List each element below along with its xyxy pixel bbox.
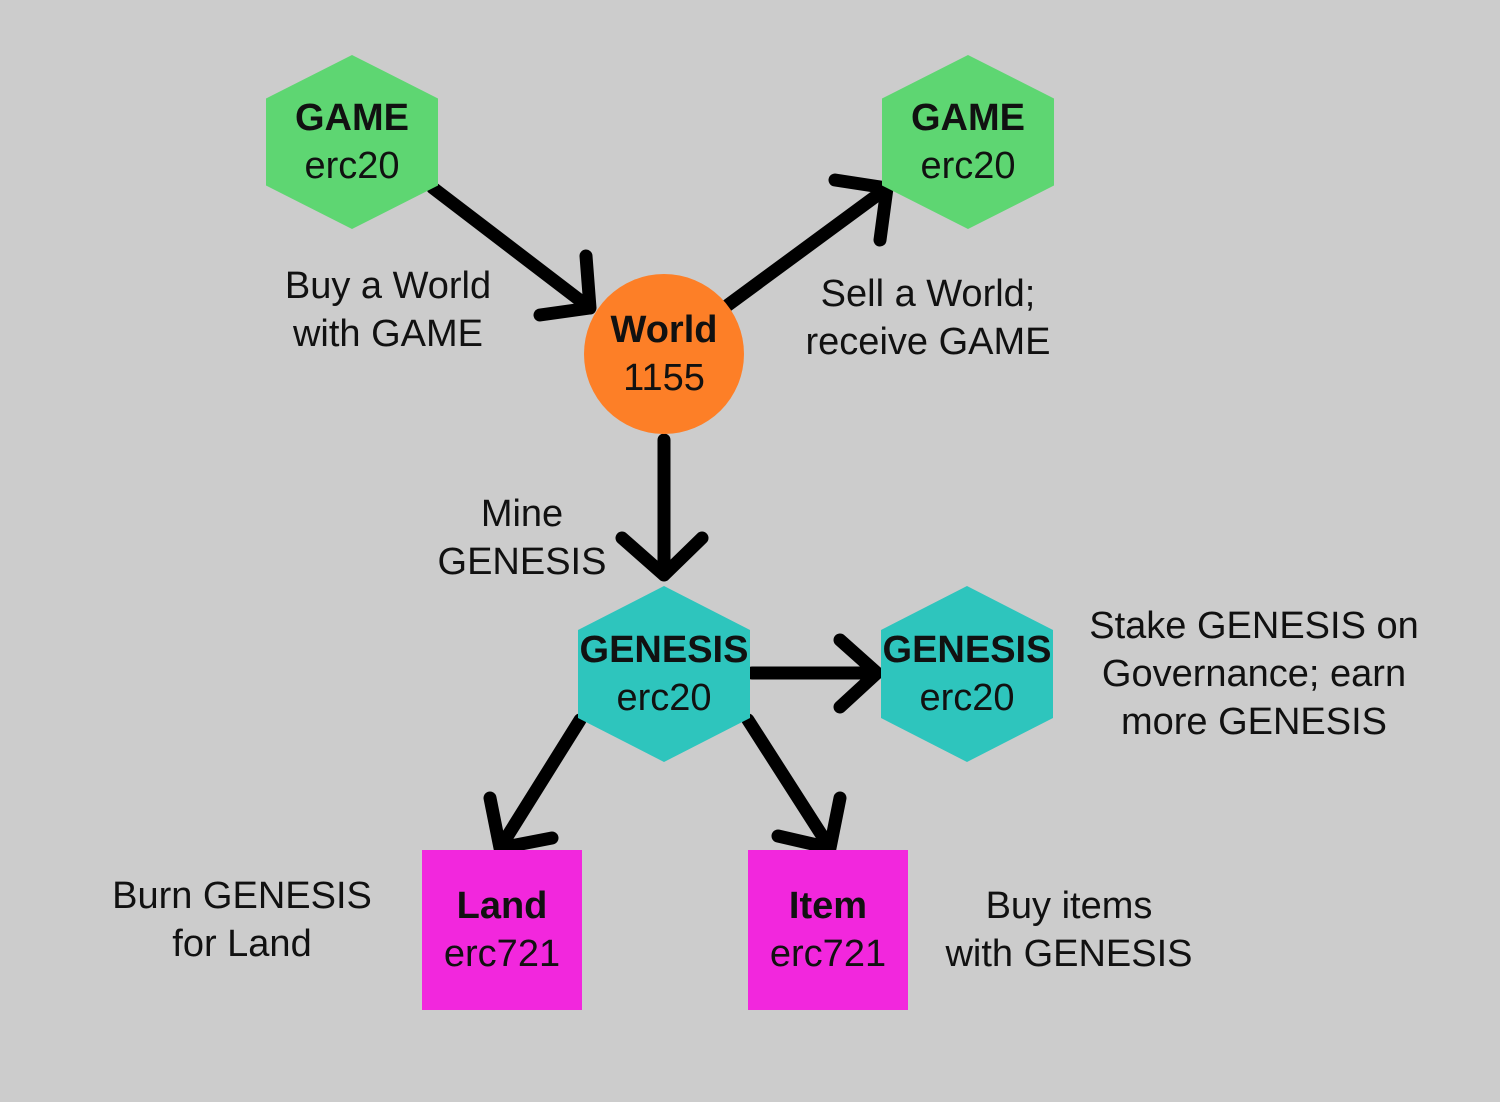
node-subtitle: erc721 xyxy=(443,933,561,975)
label-line: Buy a World xyxy=(284,265,492,307)
label-line: Sell a World; xyxy=(820,273,1036,315)
node-title: GENESIS xyxy=(579,629,749,671)
world-token-node: World 1155 xyxy=(584,274,744,434)
node-subtitle: erc20 xyxy=(920,145,1016,187)
label-line: more GENESIS xyxy=(1120,701,1388,743)
arrow-buy-item xyxy=(741,713,847,855)
arrow-burn-land xyxy=(483,713,587,855)
node-title: GENESIS xyxy=(882,629,1052,671)
label-line: Mine xyxy=(480,493,564,535)
arrow-mine-genesis xyxy=(615,433,709,582)
node-subtitle: 1155 xyxy=(623,357,705,399)
node-title: World xyxy=(610,309,718,351)
node-subtitle: erc20 xyxy=(304,145,400,187)
arrow-stake-genesis xyxy=(745,633,884,714)
label-line: receive GAME xyxy=(805,321,1051,363)
label-line: with GAME xyxy=(292,313,484,355)
item-nft-node: Item erc721 xyxy=(748,850,908,1010)
buy-items-label: Buy items with GENESIS xyxy=(914,882,1224,978)
node-title: GAME xyxy=(295,97,409,139)
node-subtitle: erc721 xyxy=(769,933,887,975)
node-subtitle: erc20 xyxy=(919,677,1015,719)
buy-world-label: Buy a World with GAME xyxy=(238,262,538,358)
label-line: Buy items xyxy=(985,885,1153,927)
stake-genesis-label: Stake GENESIS on Governance; earn more G… xyxy=(1058,602,1450,746)
arrow-buy-world xyxy=(426,181,597,322)
land-nft-node: Land erc721 xyxy=(422,850,582,1010)
node-subtitle: erc20 xyxy=(616,677,712,719)
label-line: for Land xyxy=(172,923,312,965)
node-title: Item xyxy=(788,885,868,927)
label-line: with GENESIS xyxy=(945,933,1193,975)
label-line: Stake GENESIS on xyxy=(1089,605,1419,647)
label-line: Burn GENESIS xyxy=(112,875,372,917)
label-line: Governance; earn xyxy=(1101,653,1407,695)
mine-genesis-label: Mine GENESIS xyxy=(412,490,632,586)
node-title: GAME xyxy=(911,97,1025,139)
arrows xyxy=(426,173,894,855)
burn-genesis-label: Burn GENESIS for Land xyxy=(82,872,402,968)
sell-world-label: Sell a World; receive GAME xyxy=(768,270,1088,366)
label-line: GENESIS xyxy=(437,541,607,583)
node-title: Land xyxy=(456,885,548,927)
